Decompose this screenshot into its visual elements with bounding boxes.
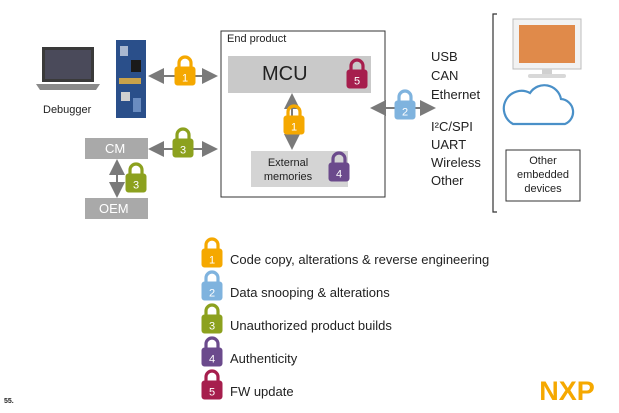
lock-number: 4 xyxy=(336,169,342,181)
lock-number: 1 xyxy=(182,73,188,85)
lock-number: 2 xyxy=(209,288,215,300)
legend-text-1: Code copy, alterations & reverse enginee… xyxy=(230,252,490,267)
lock-number: 3 xyxy=(209,321,215,333)
lock-number: 1 xyxy=(291,122,297,134)
nxp-logo: NXP xyxy=(528,372,606,406)
interface-wireless: Wireless xyxy=(431,155,481,170)
lock-icon-2-interfaces: 2 xyxy=(393,89,417,121)
debugger-label: Debugger xyxy=(43,104,92,116)
lock-number: 3 xyxy=(133,180,139,192)
interface-other: Other xyxy=(431,173,464,188)
oem-box xyxy=(85,198,148,219)
slide-number: 55. xyxy=(4,398,14,405)
lock-icon-3-cm: 3 xyxy=(171,127,195,159)
oem-label: OEM xyxy=(99,201,129,216)
lock-number: 2 xyxy=(402,107,408,119)
mcu-label: MCU xyxy=(262,63,308,85)
external-memories-label: External memories xyxy=(263,157,313,183)
debug-board-icon xyxy=(116,40,146,118)
logo-text: NXP xyxy=(539,376,595,406)
legend-text-3: Unauthorized product builds xyxy=(230,318,392,333)
other-devices-label: Other embedded devices xyxy=(517,155,569,195)
interfaces-bottom-list: I²C/SPI UART Wireless Other xyxy=(431,118,481,190)
lock-number: 4 xyxy=(209,354,215,366)
lock-icon-5-mcu: 5 xyxy=(345,58,369,90)
interface-can: CAN xyxy=(431,68,459,83)
cm-label: CM xyxy=(105,141,126,156)
lock-number: 5 xyxy=(354,76,360,88)
legend-text-5: FW update xyxy=(230,384,294,399)
legend-text-4: Authenticity xyxy=(230,351,298,366)
end-product-title: End product xyxy=(227,33,287,45)
legend-text-2: Data snooping & alterations xyxy=(230,285,390,300)
lock-number: 3 xyxy=(180,145,186,157)
legend-lock-icon-3: 3 xyxy=(200,303,224,335)
interfaces-top-list: USB CAN Ethernet xyxy=(431,47,480,104)
lock-icon-1-memory-link: 1 xyxy=(282,104,306,136)
lock-number: 5 xyxy=(209,387,215,399)
laptop-icon xyxy=(36,47,100,90)
lock-icon-1-debugger: 1 xyxy=(173,55,197,87)
lock-number: 1 xyxy=(209,255,215,267)
cloud-icon xyxy=(502,84,575,126)
device-group-bracket xyxy=(492,13,497,213)
legend-lock-icon-1: 1 xyxy=(200,237,224,269)
cm-box xyxy=(85,138,148,159)
lock-icon-4-memory: 4 xyxy=(327,151,351,183)
interface-usb: USB xyxy=(431,49,458,64)
lock-icon-3-oem: 3 xyxy=(124,162,148,194)
interface-uart: UART xyxy=(431,137,467,152)
monitor-icon xyxy=(512,18,582,78)
legend-lock-icon-5: 5 xyxy=(200,369,224,401)
other-devices-box xyxy=(505,149,581,202)
legend-lock-icon-4: 4 xyxy=(200,336,224,368)
legend-lock-icon-2: 2 xyxy=(200,270,224,302)
interface-i2c-spi: I²C/SPI xyxy=(431,119,473,134)
interface-ethernet: Ethernet xyxy=(431,87,481,102)
